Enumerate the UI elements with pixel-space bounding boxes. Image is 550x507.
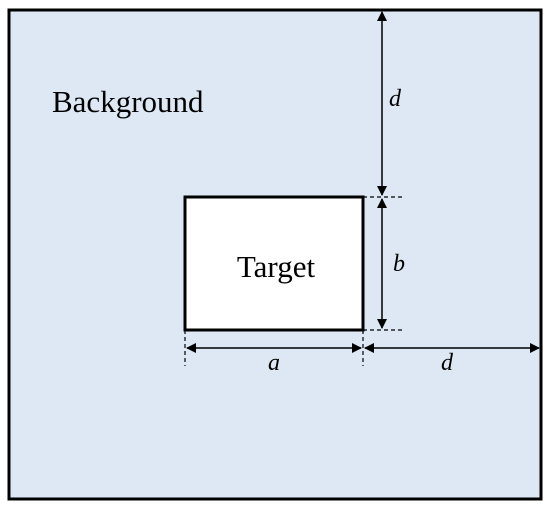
dimension-label-b: b bbox=[393, 251, 405, 277]
target-region bbox=[183, 195, 365, 332]
background-label: Background bbox=[52, 84, 204, 119]
target-label: Target bbox=[237, 249, 316, 284]
dimension-label-d-horizontal: d bbox=[441, 350, 454, 376]
dimension-label-a: a bbox=[268, 350, 280, 376]
dimension-label-d-vertical: d bbox=[389, 86, 402, 112]
